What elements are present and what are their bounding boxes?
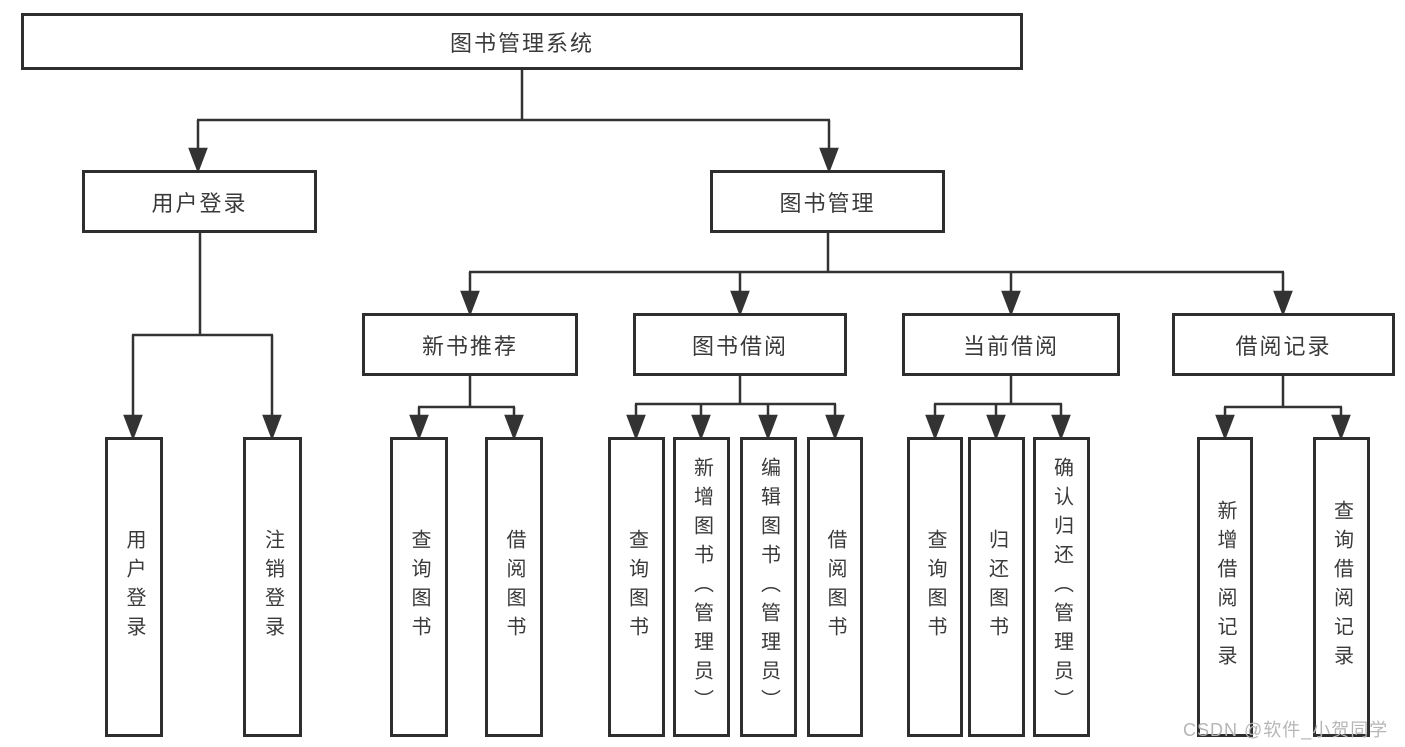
node-new-book-recommendation: 新书推荐: [362, 313, 578, 376]
node-book-management: 图书管理: [710, 170, 945, 233]
node-book-borrowing: 图书借阅: [633, 313, 847, 376]
leaf-logout: 注销登录: [243, 437, 302, 737]
leaf-borrow-books-recommend: 借阅图书: [485, 437, 543, 737]
leaf-query-borrow-record: 查询借阅记录: [1313, 437, 1370, 737]
node-library-management-system: 图书管理系统: [21, 13, 1023, 70]
leaf-add-books-admin: 新增图书（管理员）: [673, 437, 730, 737]
leaf-borrow-books: 借阅图书: [807, 437, 863, 737]
node-user-login: 用户登录: [82, 170, 317, 233]
leaf-edit-books-admin: 编辑图书（管理员）: [740, 437, 797, 737]
leaf-return-books: 归还图书: [968, 437, 1025, 737]
leaf-add-borrow-record: 新增借阅记录: [1197, 437, 1253, 737]
leaf-confirm-return-admin: 确认归还（管理员）: [1033, 437, 1090, 737]
csdn-watermark: CSDN @软件_小贺同学: [1183, 720, 1389, 740]
leaf-user-login: 用户登录: [105, 437, 163, 737]
node-borrowing-records: 借阅记录: [1172, 313, 1395, 376]
node-current-borrowing: 当前借阅: [902, 313, 1120, 376]
leaf-query-books-current: 查询图书: [907, 437, 963, 737]
leaf-query-books-recommend: 查询图书: [390, 437, 448, 737]
leaf-query-books-borrowing: 查询图书: [608, 437, 665, 737]
